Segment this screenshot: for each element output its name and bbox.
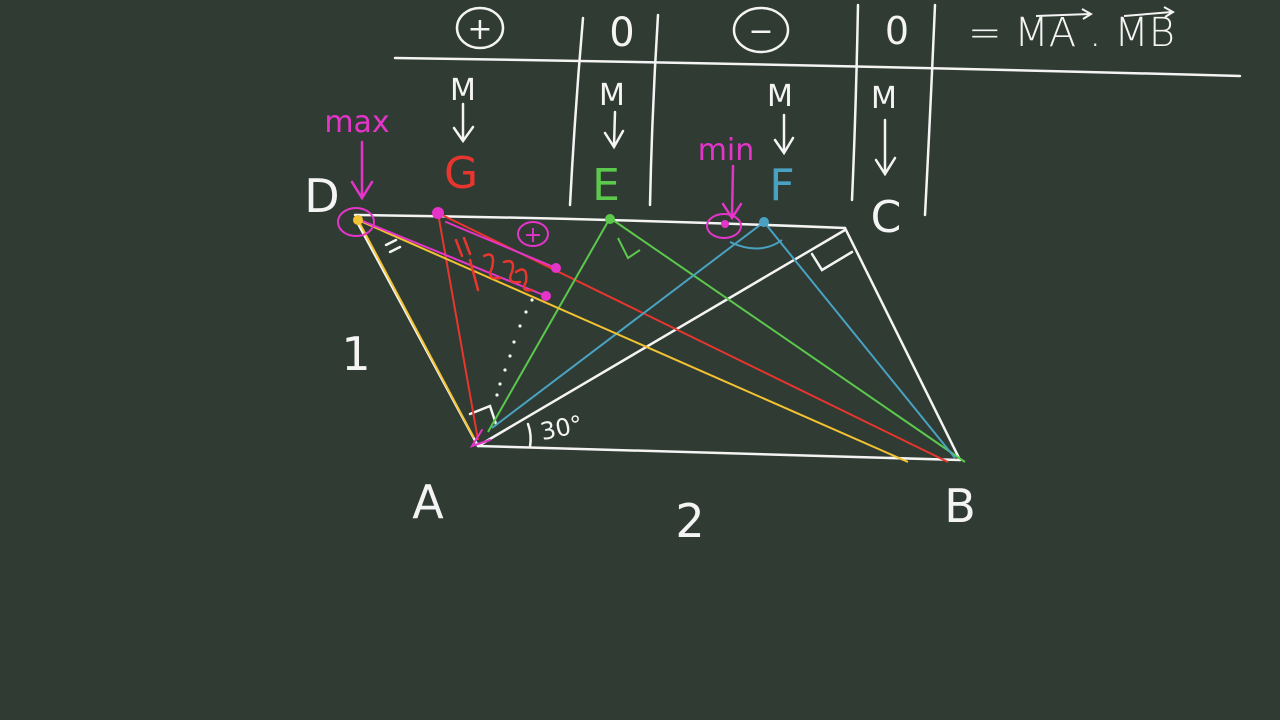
- table-arrow-2: [603, 110, 625, 150]
- sign-row: + 0 − 0: [467, 9, 909, 56]
- sign-plus: +: [467, 12, 492, 47]
- vertex-labels: D A B: [304, 169, 975, 533]
- min-point-circle: [706, 213, 742, 239]
- sign-circle-plus: [455, 6, 505, 50]
- sign-minus: −: [748, 14, 773, 49]
- table-horizontal-line: [393, 56, 1242, 78]
- angle-arc-a: [526, 422, 532, 449]
- diagonal-ac: [476, 228, 847, 448]
- sign-zero-2: 0: [885, 9, 909, 53]
- min-label: min: [698, 133, 755, 168]
- m-label-1: M: [450, 73, 476, 108]
- red-scribble: [454, 236, 534, 292]
- angle-arc-f: [729, 239, 783, 250]
- dotted-construction: [495, 298, 534, 397]
- vertex-label-b: B: [944, 479, 976, 533]
- equals-ma-mb-label: = MA . MB: [968, 10, 1175, 56]
- m-label-2: M: [599, 78, 625, 113]
- parallelogram-abcd: [353, 213, 962, 462]
- table-divider-4: [923, 3, 937, 217]
- dot-foot-2: [541, 291, 551, 301]
- side-bc: [843, 226, 962, 462]
- table-divider-3: [850, 3, 860, 202]
- dot-d: [353, 215, 363, 225]
- point-label-f: F: [769, 160, 794, 211]
- table-arrow-3: [773, 113, 795, 156]
- max-arrow: [350, 140, 374, 201]
- tick-ad: [384, 238, 402, 254]
- max-point-circle: [337, 207, 375, 237]
- point-row: G E F C: [444, 148, 901, 243]
- right-angle-c: [810, 250, 854, 272]
- side-ad-label: 1: [341, 327, 370, 381]
- vertex-label-d: D: [304, 169, 339, 223]
- point-label-g: G: [444, 148, 478, 199]
- plus-circle: [517, 221, 549, 247]
- table-arrow-1: [452, 102, 475, 144]
- dot-e: [605, 214, 615, 224]
- min-arrow: [721, 164, 743, 221]
- sign-circle-minus: [732, 6, 790, 54]
- dot-g: [432, 207, 444, 219]
- table-divider-1: [568, 16, 585, 207]
- table-divider-2: [648, 13, 660, 207]
- dot-foot-1: [551, 263, 561, 273]
- m-label-4: M: [871, 81, 897, 116]
- segments-f: [491, 221, 956, 459]
- m-label-3: M: [767, 79, 793, 114]
- point-dots: [353, 207, 769, 301]
- plus-label: +: [524, 223, 542, 248]
- max-label: max: [324, 105, 389, 140]
- vector-arrows: [1035, 6, 1175, 20]
- right-angle-a: [468, 404, 498, 426]
- segments-e: [487, 217, 966, 463]
- side-ab-label: 2: [675, 494, 704, 548]
- table-arrow-4: [874, 118, 897, 177]
- dot-f: [759, 217, 769, 227]
- side-ab: [476, 444, 962, 462]
- sign-zero-1: 0: [609, 10, 634, 56]
- sign-table: [393, 3, 1242, 217]
- vertex-label-a: A: [412, 475, 444, 529]
- side-dc: [353, 213, 847, 230]
- dot-min: [721, 220, 729, 228]
- segments-d: [357, 219, 909, 463]
- right-angle-e: [617, 237, 641, 260]
- point-label-c: C: [871, 192, 902, 243]
- point-label-e: E: [592, 160, 620, 211]
- angle-30-label: 30°: [538, 410, 585, 446]
- m-row: M M M M: [450, 73, 897, 116]
